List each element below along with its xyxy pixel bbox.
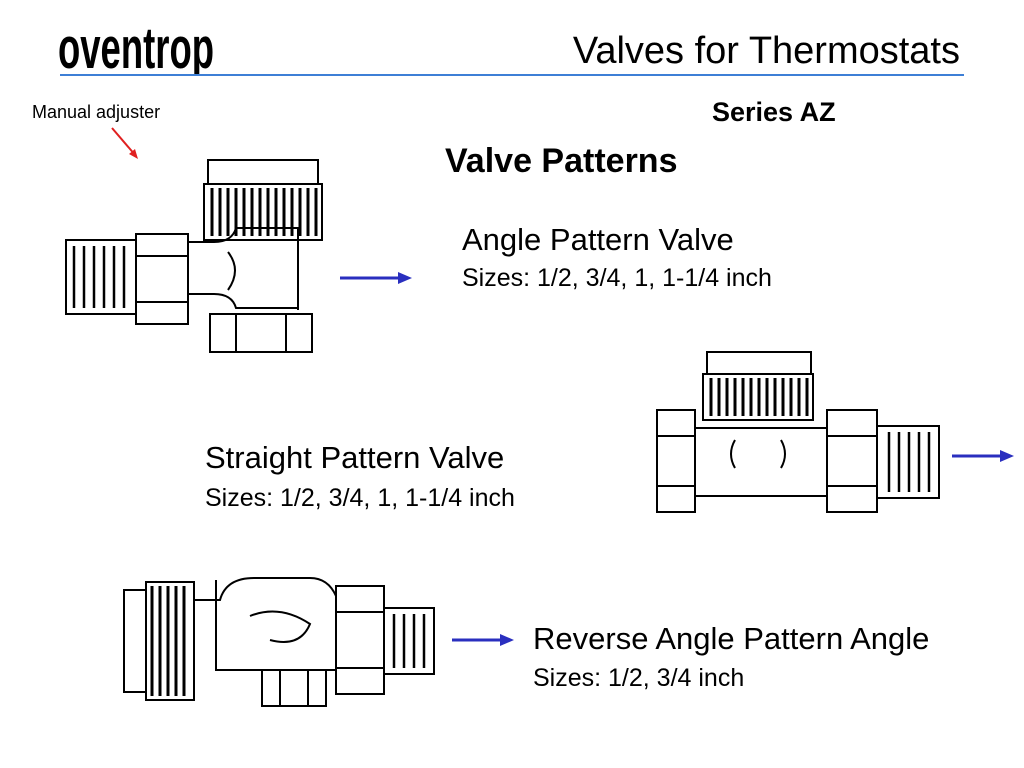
callout-arrow-icon	[111, 127, 138, 159]
straight-arrow-icon	[952, 450, 1014, 462]
angle-valve-title: Angle Pattern Valve	[462, 222, 734, 257]
straight-valve-title: Straight Pattern Valve	[205, 440, 505, 475]
reverse-arrow-icon	[452, 634, 514, 646]
reverse-valve-title: Reverse Angle Pattern Angle	[533, 621, 930, 656]
straight-valve-drawing	[656, 351, 940, 513]
reverse-angle-valve-drawing	[123, 577, 435, 707]
title-rule	[60, 74, 964, 76]
angle-valve-drawing	[65, 159, 323, 353]
reverse-valve-sizes: Sizes: 1/2, 3/4 inch	[533, 664, 745, 692]
oventrop-logo: oventrop	[58, 16, 214, 76]
angle-arrow-icon	[340, 272, 412, 284]
series-label: Series AZ	[712, 97, 836, 127]
logo-wordmark: oventrop	[58, 16, 214, 76]
angle-valve-sizes: Sizes: 1/2, 3/4, 1, 1-1/4 inch	[462, 264, 772, 292]
manual-adjuster-label: Manual adjuster	[32, 102, 161, 122]
section-heading: Valve Patterns	[445, 142, 678, 180]
slide-title: Valves for Thermostats	[572, 30, 960, 72]
straight-valve-sizes: Sizes: 1/2, 3/4, 1, 1-1/4 inch	[205, 484, 515, 512]
